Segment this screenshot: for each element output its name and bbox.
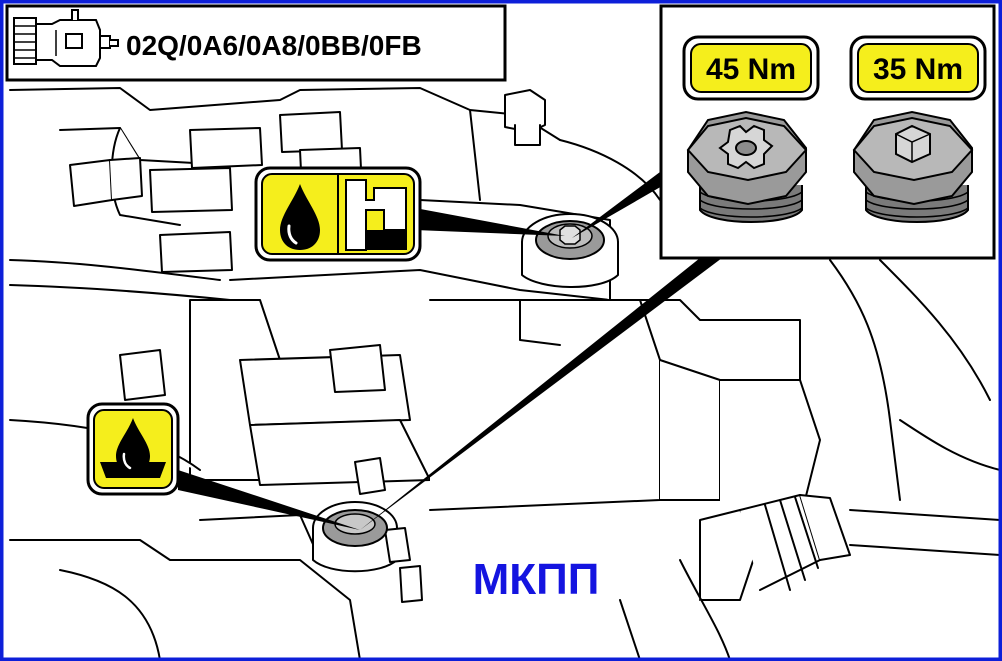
torque-label-left: 45 Nm	[706, 53, 796, 86]
transmission-line-art	[9, 87, 1001, 661]
drain-plug-on-housing	[322, 509, 388, 547]
torque-badge-right: 35 Nm	[849, 35, 987, 101]
leader-lines	[178, 166, 722, 530]
oil-fill-icon	[254, 166, 422, 262]
header-box: 02Q/0A6/0A8/0BB/0FB	[5, 4, 507, 82]
gearbox-icon	[13, 9, 119, 67]
oil-drain-icon	[86, 402, 180, 496]
hex-socket-plug-icon	[852, 110, 974, 223]
spline-drive-plug-icon	[686, 110, 808, 223]
transmission-codes: 02Q/0A6/0A8/0BB/0FB	[126, 30, 422, 61]
fill-plug-on-housing	[535, 220, 605, 260]
torque-badge-left: 45 Nm	[682, 35, 820, 101]
torque-label-right: 35 Nm	[873, 53, 963, 86]
torque-inset: 45 Nm 35 Nm	[659, 4, 996, 260]
caption-mkpp: МКПП	[473, 555, 600, 604]
